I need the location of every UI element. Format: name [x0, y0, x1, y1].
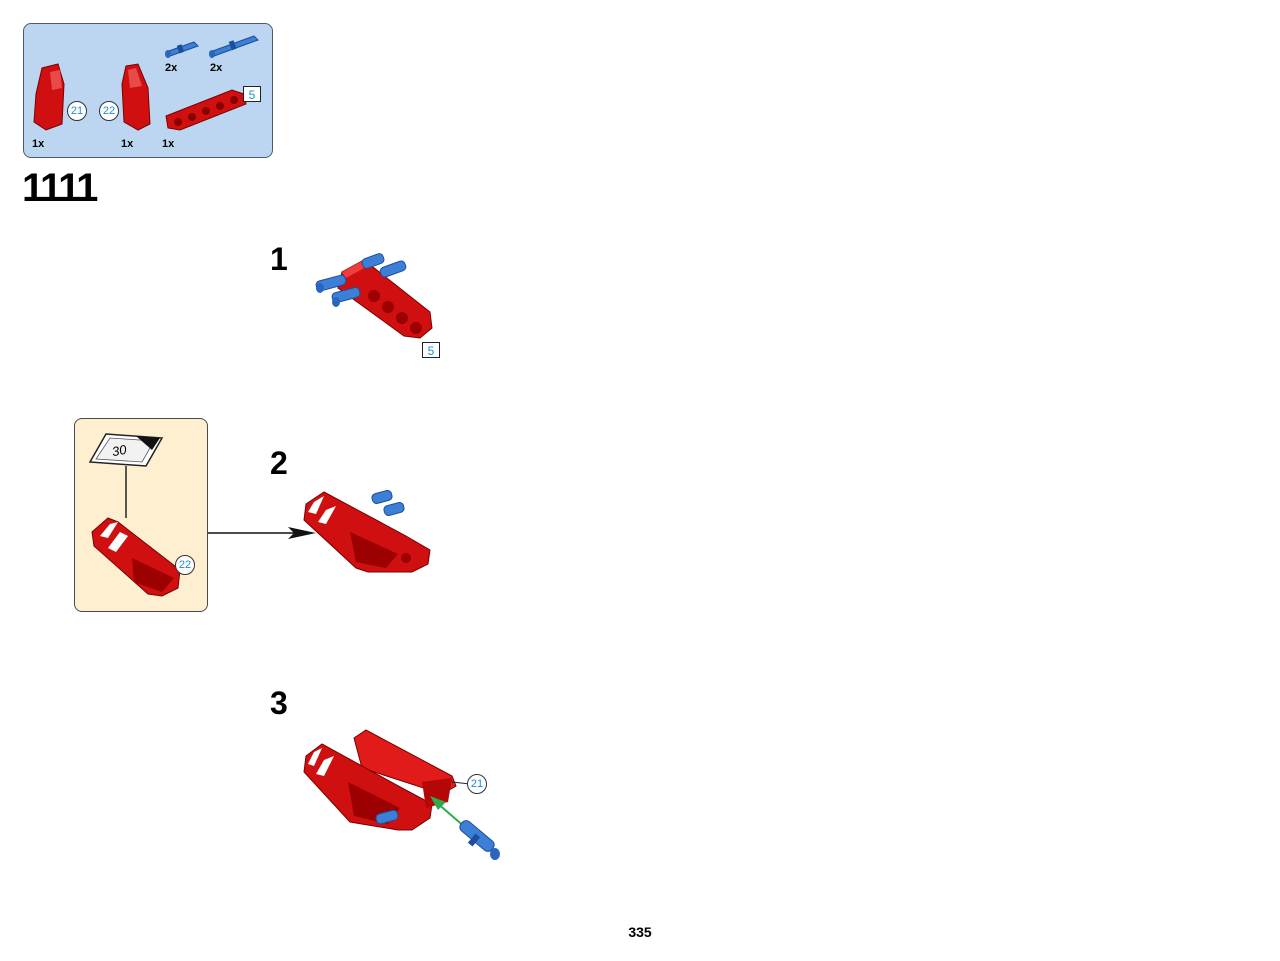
page-title: 1111	[22, 166, 98, 210]
red-panel-right-part	[121, 63, 151, 131]
step-3-blue-pin	[459, 820, 500, 860]
step-1-number: 1	[270, 241, 288, 277]
step-2-number: 2	[270, 445, 288, 481]
parts-list-box: 21 1x 22 1x 5 1x 2x 2x	[23, 23, 273, 158]
step-3-callout-21: 21	[467, 774, 487, 794]
part-qty: 2x	[165, 62, 178, 74]
page-number: 335	[628, 924, 652, 940]
sub-step-panel	[91, 517, 181, 597]
blue-axle-pin-part	[209, 35, 259, 58]
part-qty: 2x	[210, 62, 223, 74]
sub-step-arrow	[208, 527, 316, 539]
length-indicator: 5	[243, 86, 261, 102]
sub-step-connector-line	[125, 466, 127, 518]
step-3-number: 3	[270, 685, 288, 721]
part-qty: 1x	[32, 138, 45, 150]
sticker-number: 30	[110, 441, 128, 460]
sub-step-callout-22: 22	[175, 555, 195, 575]
sticker-sheet-icon	[88, 433, 164, 467]
part-qty: 1x	[121, 138, 134, 150]
part-callout-22: 22	[99, 101, 119, 121]
part-callout-21: 21	[67, 101, 87, 121]
part-qty: 1x	[162, 138, 175, 150]
step-2-assembly	[303, 489, 431, 573]
step-1-assembly	[315, 253, 433, 339]
red-beam-part	[165, 89, 247, 131]
blue-pin-short-part	[165, 41, 199, 58]
step-3-assembly	[303, 729, 471, 831]
step-1-length-indicator: 5	[422, 342, 440, 358]
red-panel-left-part	[33, 63, 65, 131]
